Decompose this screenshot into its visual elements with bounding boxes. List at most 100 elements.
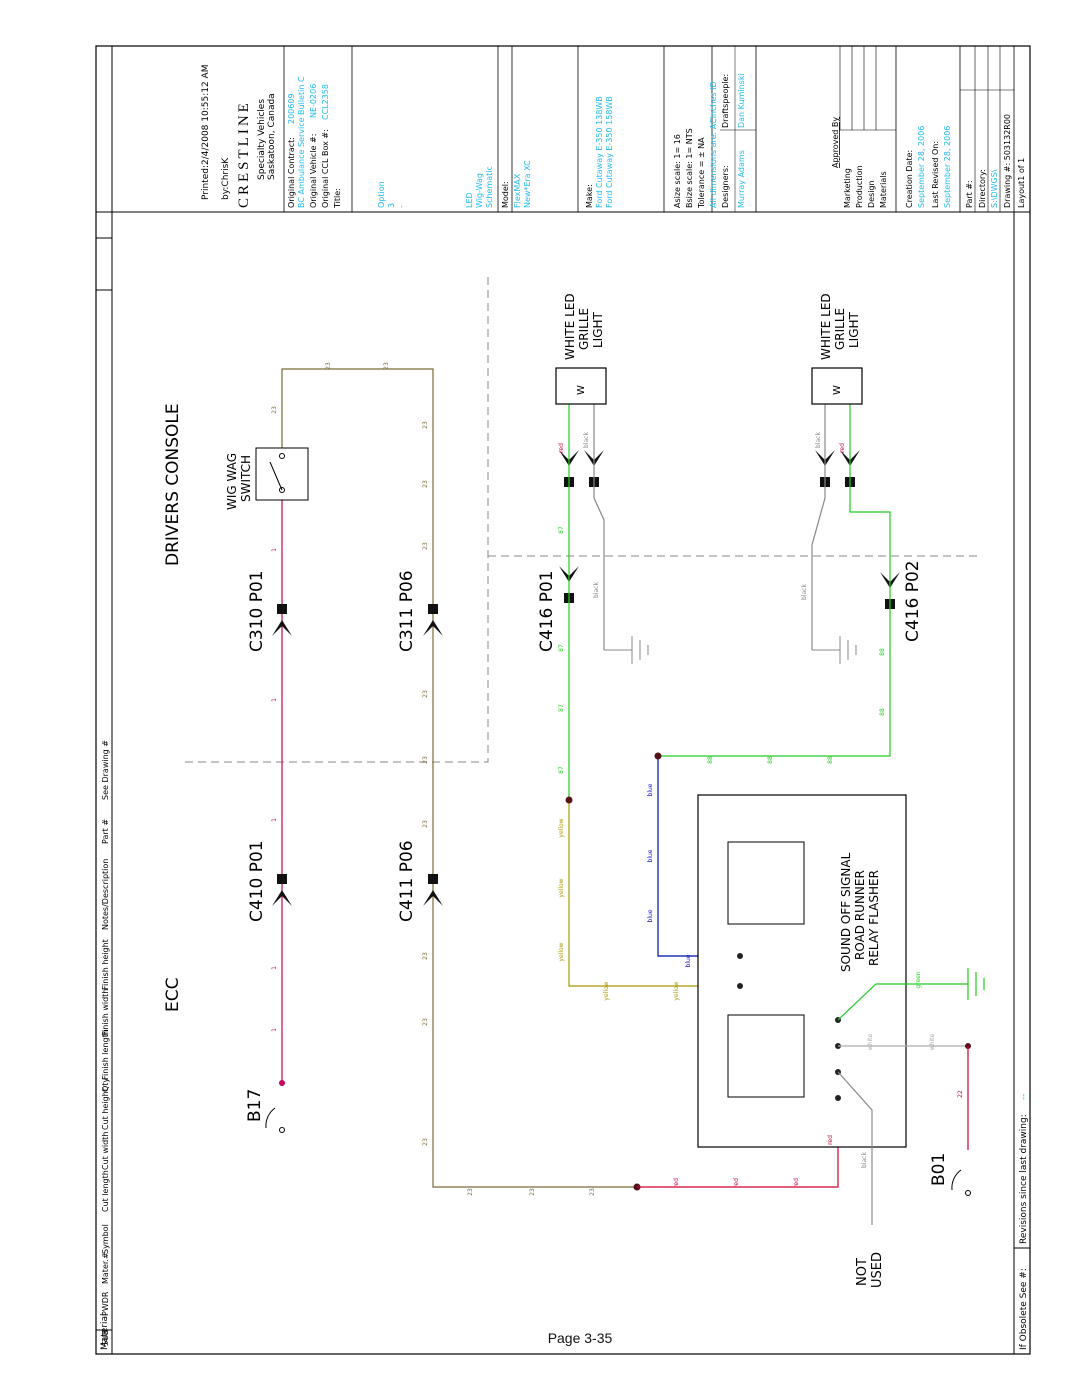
wire-label-26: 88 [707,756,714,764]
bom-col-1: PWDR [101,1291,110,1316]
draftspeople-label: Draftspeople: [721,74,730,128]
title-label: Title: [333,188,342,209]
approved-by: Approved By [831,117,840,168]
company-location: Saskatoon, Canada [267,93,277,180]
section-ecc: ECC [163,978,183,1012]
bom-col-6: Cut height [101,1088,110,1130]
connector-c411-label: C411 P06 [397,840,417,922]
wire-label-42: blue [647,783,654,796]
revised-date: September 28, 2006 [943,126,952,208]
bom-col-11: Notes/Description [101,859,110,930]
wire-label-22: 87 [558,704,565,712]
bom-col-0: SUB [101,1330,110,1346]
section-drivers-console: DRIVERS CONSOLE [163,403,183,566]
wig-wag-switch [255,447,309,501]
wire-label-10: 23 [422,542,429,550]
junction-87-yellow [565,796,573,804]
tolerance-note: All dimensions are: ACinches ID [709,81,718,208]
wire-label-9: 23 [422,480,429,488]
wire-label-17: 23 [467,1188,474,1196]
wire-label-1: 1 [271,698,278,702]
designers-label: Designers: [721,165,730,208]
wire-1 [279,490,285,1086]
model-2: New*Era XC [523,160,532,208]
drawing-number: Drawing #: 503132R00 [1003,114,1012,208]
approval-design: Design [867,180,876,208]
wire-label-14: 23 [422,952,429,960]
bom-col-2: Mater.# [101,1252,110,1284]
bom-col-12: Part # [101,819,110,844]
wire-label-33: black [815,432,822,448]
connector-c410-label: C410 P01 [247,840,267,922]
title-wigwag: Wig-Wag [475,173,484,208]
original-contract-note: BC Ambulance Service Bulletin C [297,76,306,208]
model-1: FlexMAX [513,173,522,208]
wire-label-27: 88 [767,756,774,764]
title-led: LED [465,192,474,208]
option-number: 3 [387,203,396,208]
grille-light-2-label-3: LIGHT [847,311,861,348]
wig-wag-label-2: SWITCH [239,455,253,502]
wire-label-31: red [839,443,846,453]
relay-flasher [697,794,907,1148]
designer-name: Murray Adams [737,150,746,208]
directory-label: Directory: [978,169,987,208]
obsolete-label: If Obsolete See #: [1019,1268,1029,1350]
connector-c311-label: C311 P06 [397,570,417,652]
not-used-label-2: USED [870,1252,885,1288]
wire-label-49: red [673,1178,680,1188]
wire-label-40: yellow [603,981,610,1000]
area-dividers [185,274,980,763]
junction-88-blue [654,752,662,760]
title-block: Printed:2/4/2008 10:55:12 AM by:ChrisK C… [96,46,1030,213]
grille-light-1-label-3: LIGHT [591,311,605,348]
ground-2-icon [812,636,857,664]
printed-by: by:ChrisK [221,157,231,200]
grille-light-1 [555,367,607,405]
original-contract-value: 200609 [287,93,296,124]
make-label: Make: [585,184,594,208]
b17-terminal [265,1107,285,1133]
flasher-label-2: ROAD RUNNER [853,870,867,960]
wire-23 [281,368,637,1188]
wire-label-6: 23 [325,362,332,370]
grille-light-2-label-2: GRILLE [833,308,847,350]
bom-col-3: Symbol [101,1224,110,1254]
option-dash: - [397,205,406,208]
connector-2 [423,604,443,636]
wire-label-20: 87 [558,526,565,534]
revisions-value: -- [1019,1094,1029,1101]
wire-label-5: 23 [271,406,278,414]
wire-label-38: yellow [558,878,565,897]
wire-label-30: red [558,443,565,453]
bom-col-13: See Drawing # [101,740,110,800]
wire-label-11: 23 [422,690,429,698]
company-logo: CRESTLINE [236,100,252,208]
connector-3 [423,874,443,906]
connector-1 [272,874,292,906]
wire-label-16: 23 [422,1138,429,1146]
wire-label-39: yellow [558,942,565,961]
flasher-label-1: SOUND OFF SIGNAL [839,852,853,972]
part-label: Part #: [965,180,974,208]
wig-wag-label-1: WIG WAG [225,453,239,510]
wire-label-15: 23 [422,1018,429,1026]
wire-label-13: 23 [422,820,429,828]
printed-date: Printed:2/4/2008 10:55:12 AM [201,65,211,200]
ground-1-icon [604,636,649,664]
bom-material: Material [100,1313,110,1350]
wire-label-32: black [583,432,590,448]
bom-col-5: Cut width [101,1132,110,1170]
wire-label-34: black [593,582,600,598]
wire-label-24: 88 [879,648,886,656]
wire-label-25: 88 [879,708,886,716]
connector-0 [272,604,292,636]
bom-col-10: Finish height [101,939,110,990]
option-text: Option [377,181,386,208]
wire-label-37: yellow [558,818,565,837]
original-vehicle-label: Original Vehicle #: [309,134,318,208]
grille-light-2-label-1: WHITE LED [819,293,833,360]
wire-label-36: black [861,1152,868,1168]
wire-label-4: 1 [271,1028,278,1032]
